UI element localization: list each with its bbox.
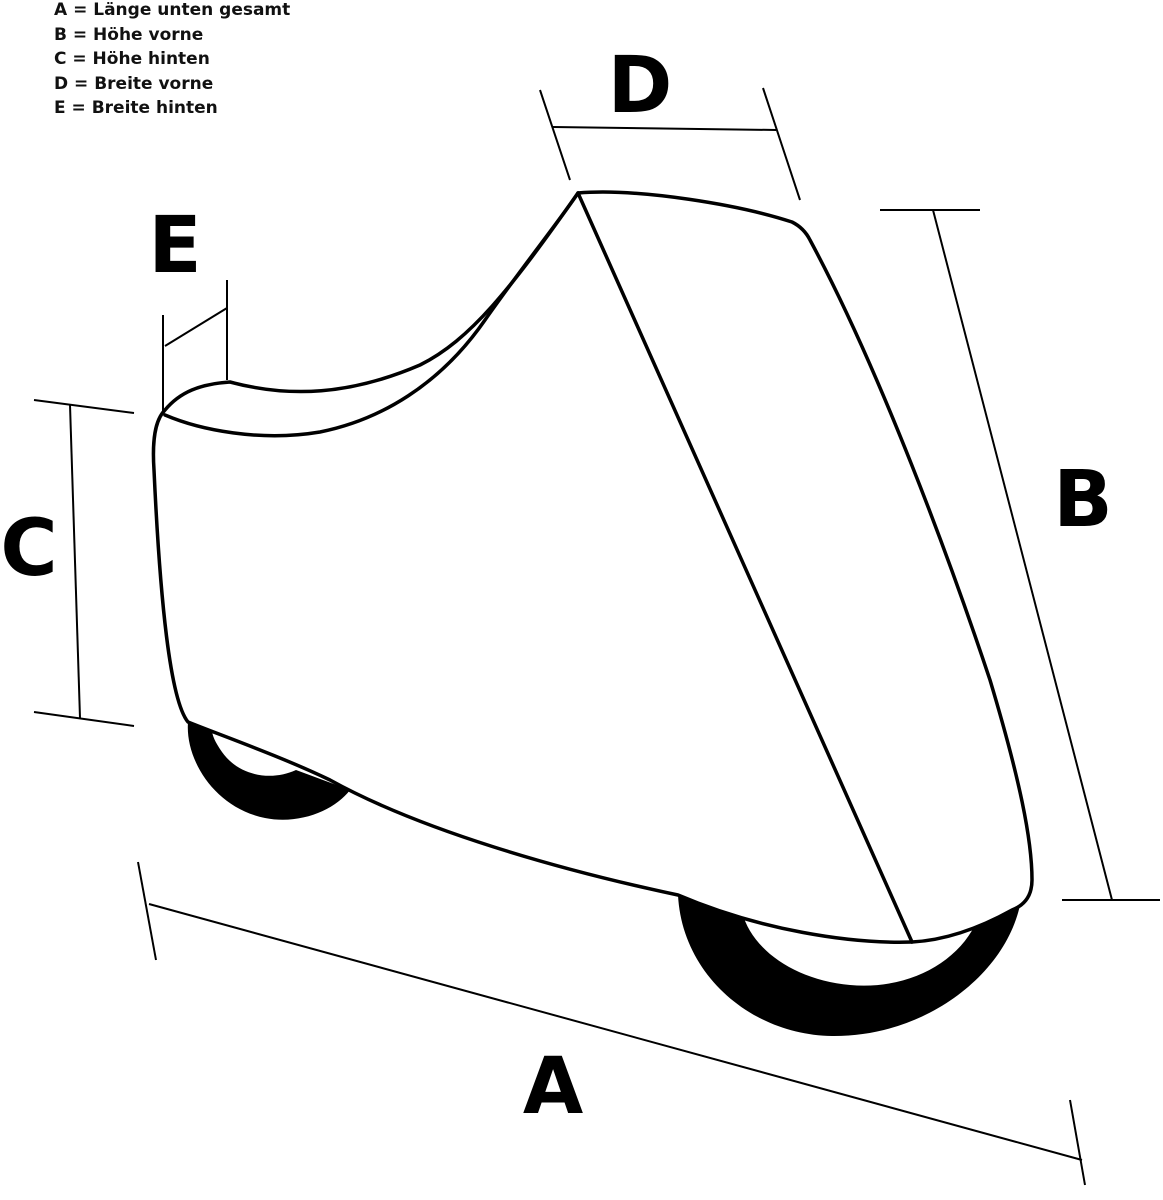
dimension-a: A [137,861,1086,1186]
label-b: B [1053,455,1112,545]
dimension-e: E [148,201,228,413]
label-d: D [608,41,673,131]
rear-wheel [187,722,350,820]
dimension-legend: A = Länge unten gesamt B = Höhe vorne C … [54,0,290,121]
legend-item-e: E = Breite hinten [54,98,218,118]
legend-item-b: B = Höhe vorne [54,24,204,45]
dimension-b: B [880,209,1160,901]
seat-contour-line [163,191,580,438]
dimension-d: D [539,41,801,201]
front-fold-line [576,191,914,944]
label-e: E [148,201,201,291]
label-a: A [523,1042,583,1132]
front-wheel [678,895,1020,1037]
cover-body [151,190,1034,944]
legend-item-a: A = Länge unten gesamt [54,0,291,20]
legend-item-c: C = Höhe hinten [54,49,210,69]
label-c: C [0,504,57,594]
dimension-c: C [0,399,135,727]
legend-item-d: D = Breite vorne [54,73,214,94]
